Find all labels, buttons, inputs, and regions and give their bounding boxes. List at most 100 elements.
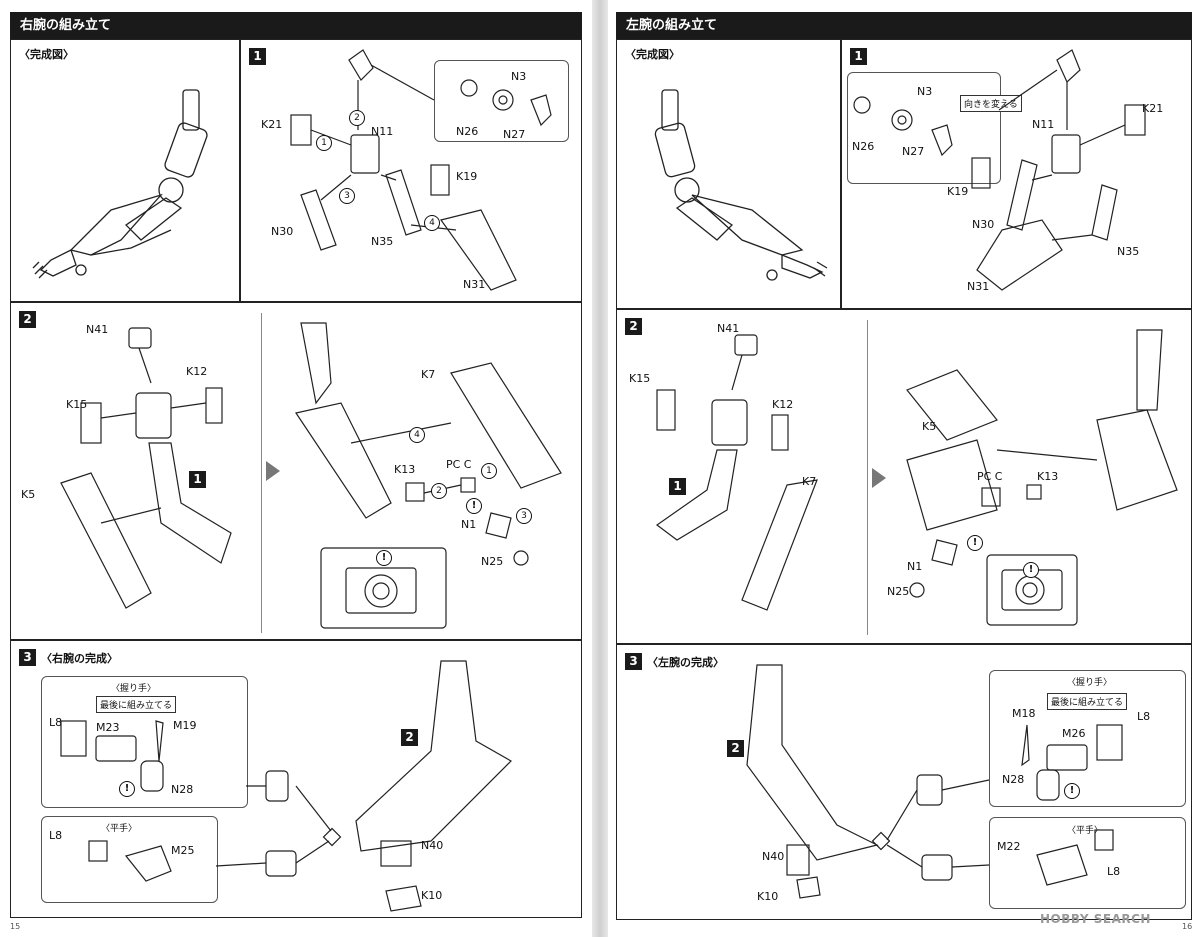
right-step2-panel: 2 1 [616,309,1192,644]
part-label: K10 [757,890,779,903]
right-page: 左腕の組み立て 〈完成図〉 1 向きを変える [608,0,1200,937]
step1-parts-illustration [290,49,552,291]
next-arrow-icon [266,461,280,481]
part-label: K10 [421,889,443,902]
part-label: K7 [802,475,817,488]
caution-icon: ! [376,550,392,566]
part-label: K19 [456,170,478,183]
part-label: N30 [271,225,294,238]
step-number: 2 [19,311,36,328]
step3-title: 〈右腕の完成〉 [41,652,118,665]
caution-icon: ! [466,498,482,514]
grip-title: 〈握り手〉 [111,684,157,694]
part-label: PC C [446,458,472,471]
left-page-header: 右腕の組み立て [10,12,582,39]
step-arrow-number: 3 [516,508,532,524]
completed-title: 〈完成図〉 [625,48,680,61]
divider [867,320,868,635]
step-number: 1 [850,48,867,65]
right-completed-panel: 〈完成図〉 [616,39,841,309]
part-label: N3 [917,85,933,98]
page-number: 16 [1182,922,1193,931]
part-label: L8 [1107,865,1121,878]
step-number: 3 [625,653,642,670]
page-number: 15 [10,922,21,931]
completed-left-arm-illustration [654,89,828,281]
part-label: N30 [972,218,995,231]
part-label: K21 [1142,102,1164,115]
assemble-last-note: 最後に組み立てる [96,696,177,713]
step2-illustration [60,322,562,629]
part-label: N11 [1032,118,1055,131]
binding-gutter [592,0,608,937]
part-label: N28 [171,783,194,796]
inset-box [847,72,1001,184]
part-label: N41 [86,323,109,336]
part-label: L8 [49,829,63,842]
step-reference: 1 [669,478,686,495]
part-label: M19 [173,719,197,732]
part-label: N1 [907,560,923,573]
part-label: K7 [421,368,436,381]
part-label: N25 [481,555,504,568]
part-label: N27 [902,145,925,158]
step-arrow-number: 2 [431,483,447,499]
part-label: N25 [887,585,910,598]
step-reference: 2 [727,740,744,757]
next-arrow-icon [872,468,886,488]
part-label: N26 [852,140,875,153]
caution-icon: ! [119,781,135,797]
part-label: K5 [922,420,937,433]
part-label: N35 [1117,245,1140,258]
part-label: N41 [717,322,740,335]
assemble-last-note: 最後に組み立てる [1047,693,1128,710]
left-step3-panel: 3 〈右腕の完成〉 〈握り手〉 最後に組み立てる 〈平手〉 2 [10,640,582,918]
part-label: L8 [49,716,63,729]
hobby-search-watermark: HOBBY SEARCH [1040,912,1151,926]
caution-icon: ! [1064,783,1080,799]
part-label: K5 [21,488,36,501]
step3-illustration [746,664,1123,899]
flat-title: 〈平手〉 [101,824,138,834]
left-page: 右腕の組み立て 〈完成図〉 1 [0,0,592,937]
left-step2-panel: 2 1 [10,302,582,640]
part-label: K12 [772,398,794,411]
step-arrow-number: 2 [349,110,365,126]
part-label: M25 [171,844,195,857]
completed-title: 〈完成図〉 [19,48,74,61]
right-page-header: 左腕の組み立て [616,12,1192,39]
part-label: K21 [261,118,283,131]
part-label: N27 [503,128,526,141]
part-label: PC C [977,470,1003,483]
step-number: 3 [19,649,36,666]
step1-parts-illustration [853,49,1146,291]
part-label: M23 [96,721,120,734]
step-reference: 2 [401,729,418,746]
completed-right-arm-illustration [32,89,208,279]
part-label: K19 [947,185,969,198]
inset-box [434,60,569,142]
part-label: M18 [1012,707,1036,720]
part-label: N31 [967,280,990,293]
step2-illustration [655,329,1178,626]
part-label: N35 [371,235,394,248]
right-step3-panel: 3 〈左腕の完成〉 2 〈握り手〉 最後に組み立てる 〈平手〉 [616,644,1192,920]
step-reference: 1 [189,471,206,488]
left-completed-panel: 〈完成図〉 [10,39,240,302]
step-arrow-number: 1 [481,463,497,479]
part-label: N3 [511,70,527,83]
step-number: 1 [249,48,266,65]
left-step1-panel: 1 2 1 3 4 [240,39,582,302]
part-label: K13 [1037,470,1059,483]
step-arrow-number: 3 [339,188,355,204]
part-label: K12 [186,365,208,378]
part-label: N11 [371,125,394,138]
change-direction-note: 向きを変える [960,95,1022,112]
part-label: L8 [1137,710,1151,723]
divider [261,313,262,633]
flat-hand-box [989,817,1186,909]
caution-icon: ! [1023,562,1039,578]
part-label: N31 [463,278,486,291]
grip-hand-box [989,670,1186,807]
part-label: N1 [461,518,477,531]
